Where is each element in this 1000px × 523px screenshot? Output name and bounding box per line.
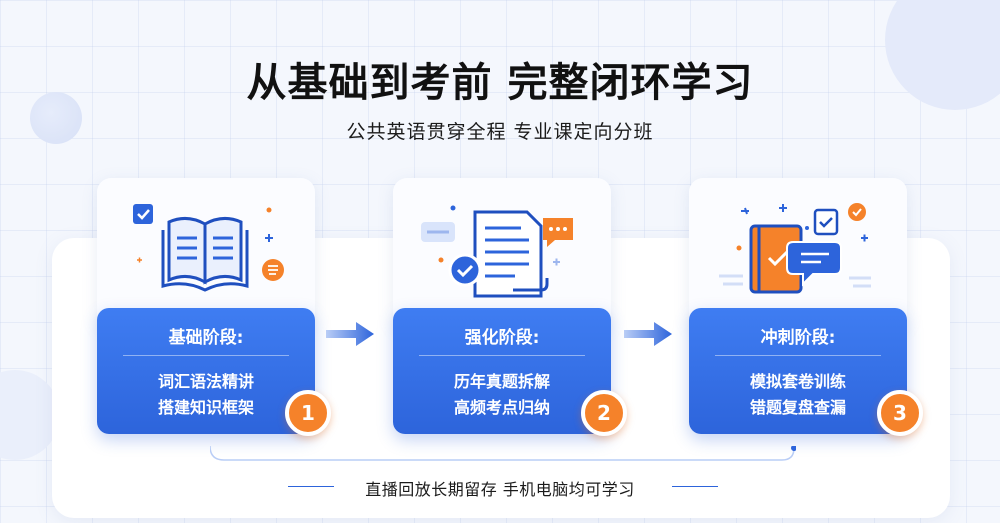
footer-divider-right [672,486,718,487]
stage-card-1: 基础阶段: 词汇语法精讲 搭建知识框架 1 [97,178,331,436]
document-check-icon [421,205,573,298]
divider [123,355,289,356]
connector-line [210,446,796,461]
stage-card-2: 强化阶段: 历年真题拆解 高频考点归纳 2 [393,178,627,436]
open-book-icon [133,204,284,292]
stage-title: 基础阶段: [168,328,244,348]
stage-info-box: 强化阶段: 历年真题拆解 高频考点归纳 2 [393,308,627,436]
footer-note: 直播回放长期留存 手机电脑均可学习 [365,480,635,499]
stage-description-line1: 历年真题拆解 [453,372,550,391]
decorative-circle [0,370,60,460]
notebook-chat-icon [719,203,871,294]
stage-card-3: 冲刺阶段: 模拟套卷训练 错题复盘查漏 3 [689,178,923,436]
footer-divider-left [288,486,334,487]
stage-card-illustration [97,178,315,328]
stage-number-badge: 1 [285,390,331,436]
stage-title: 冲刺阶段: [760,328,836,348]
stage-number-badge: 3 [877,390,923,436]
stage-card-illustration [689,178,907,328]
stage-number-badge: 2 [581,390,627,436]
stage-description-line2: 搭建知识框架 [157,398,254,417]
stage-info-box: 冲刺阶段: 模拟套卷训练 错题复盘查漏 3 [689,308,923,436]
divider [715,355,881,356]
page-title: 从基础到考前 完整闭环学习 [246,60,754,106]
stage-description-line1: 模拟套卷训练 [749,372,846,391]
stage-info-box: 基础阶段: 词汇语法精讲 搭建知识框架 1 [97,308,331,436]
arrow-right-icon [326,322,374,346]
stage-card-illustration [393,178,611,328]
decorative-circle [30,92,82,144]
stage-description-line1: 词汇语法精讲 [157,372,254,391]
stage-description-line2: 高频考点归纳 [453,398,550,417]
page-subtitle: 公共英语贯穿全程 专业课定向分班 [346,121,654,143]
stage-description-line2: 错题复盘查漏 [749,398,846,417]
arrow-right-icon [624,322,672,346]
divider [419,355,585,356]
stage-title: 强化阶段: [464,328,540,348]
